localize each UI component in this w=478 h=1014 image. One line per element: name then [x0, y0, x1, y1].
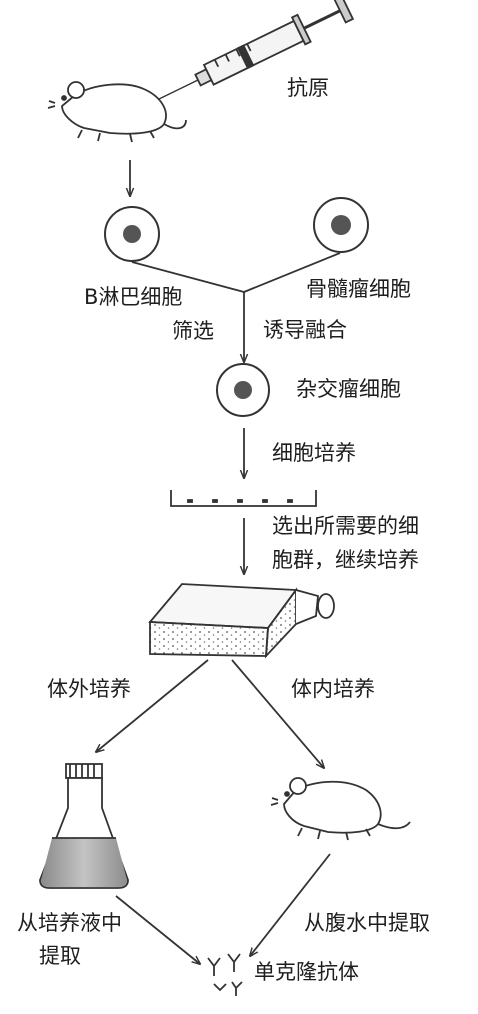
extraction-arrows [115, 853, 331, 964]
screening-label: 筛选 [172, 319, 214, 343]
extract-from-ascites-label: 从腹水中提取 [304, 911, 430, 935]
myeloma-label: 骨髓瘤细胞 [306, 277, 411, 301]
extract-from-medium-line2: 提取 [39, 944, 81, 968]
hybridoma-cell [216, 363, 270, 417]
mouse-icon [270, 777, 411, 841]
erlenmeyer-flask-icon [39, 763, 129, 889]
in-vivo-label: 体内培养 [291, 677, 375, 701]
b-lymphocyte-cell [104, 206, 160, 262]
syringe-icon [116, 0, 355, 121]
culture-flask [148, 583, 335, 659]
mouse-icon [47, 81, 187, 143]
cell-culture-label: 细胞培养 [272, 441, 356, 465]
culture-plate [170, 490, 317, 507]
b-lymphocyte-label: B淋巴细胞 [84, 285, 183, 309]
hybridoma-label: 杂交瘤细胞 [296, 377, 401, 401]
antibody-icon [207, 953, 243, 996]
antigen-label: 抗原 [287, 76, 329, 100]
extract-from-medium-line1: 从培养液中 [17, 911, 122, 935]
branch-arrows [96, 659, 324, 768]
myeloma-cell [313, 197, 369, 253]
induced-fusion-label: 诱导融合 [263, 318, 347, 342]
in-vitro-label: 体外培养 [47, 677, 131, 701]
monoclonal-antibody-label: 单克隆抗体 [254, 960, 359, 984]
fusion-lines [131, 252, 341, 362]
select-cells-label-line1: 选出所需要的细 [272, 514, 419, 538]
select-cells-label-line2: 胞群，继续培养 [272, 548, 419, 572]
